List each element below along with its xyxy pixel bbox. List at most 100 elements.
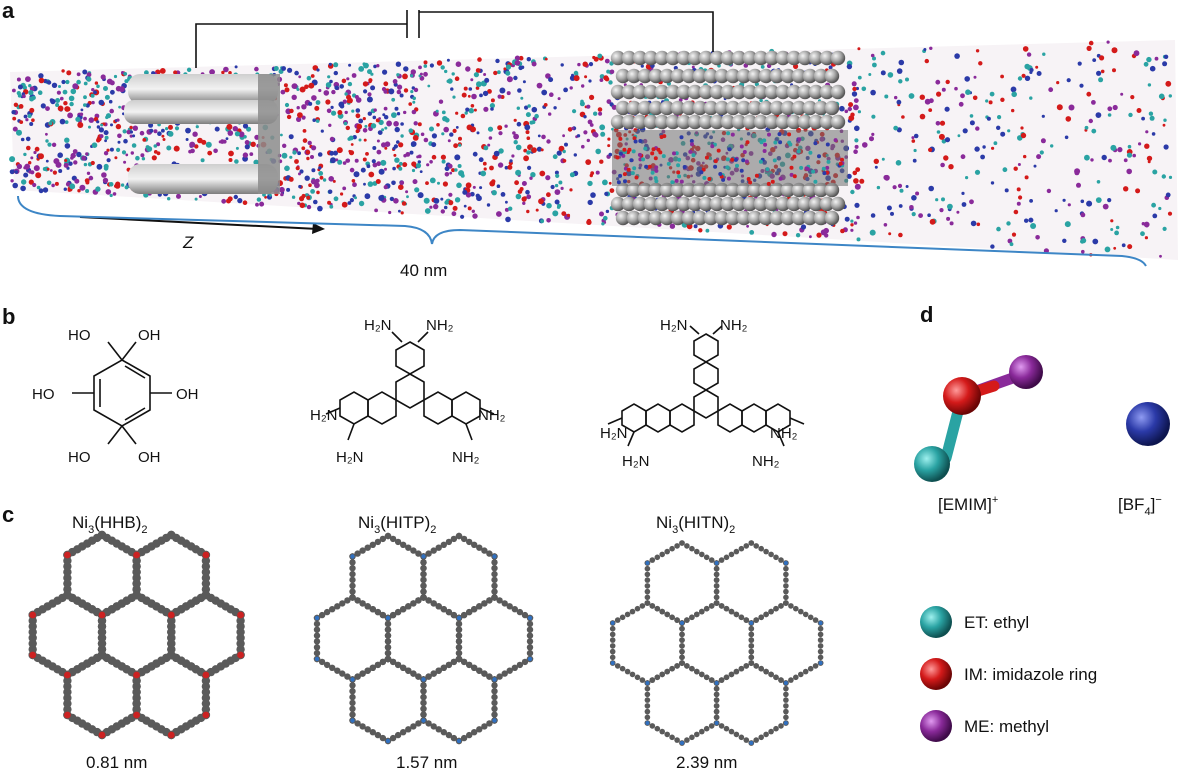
- framework-carbon: [783, 588, 789, 595]
- hhb-group-1: HO: [68, 327, 91, 344]
- ion-particle: [419, 72, 423, 76]
- ion-particle: [348, 63, 352, 67]
- ion-particle: [28, 161, 32, 165]
- ion-particle: [377, 130, 383, 136]
- ion-particle: [363, 138, 367, 142]
- ion-particle: [958, 101, 964, 107]
- confined-ion: [770, 179, 775, 184]
- ion-particle: [104, 94, 110, 100]
- confined-ion: [739, 144, 744, 149]
- ion-particle: [200, 158, 205, 163]
- framework-carbon: [349, 588, 356, 595]
- confined-ion: [763, 142, 768, 147]
- ion-particle: [599, 78, 604, 82]
- ion-particle: [399, 93, 404, 98]
- hitp-framework-title: Ni3(HITP)2: [358, 513, 436, 536]
- framework-carbon: [364, 603, 371, 610]
- ion-particle: [601, 222, 605, 226]
- ion-particle: [901, 115, 905, 119]
- ion-particle: [355, 129, 360, 134]
- ion-particle: [483, 106, 489, 112]
- ion-particle: [35, 172, 42, 179]
- ion-particle: [420, 132, 425, 137]
- framework-carbon: [466, 608, 473, 616]
- ion-particle: [527, 104, 531, 108]
- electrode-atom: [753, 50, 769, 66]
- ion-particle: [1011, 91, 1017, 98]
- framework-carbon: [654, 605, 661, 612]
- ion-particle: [48, 121, 53, 126]
- framework-carbon: [743, 543, 750, 549]
- confined-ion: [713, 164, 718, 169]
- ion-particle: [253, 159, 259, 166]
- ion-particle: [400, 134, 404, 138]
- ion-particle: [472, 213, 478, 219]
- ion-particle: [372, 115, 377, 120]
- confined-ion: [833, 138, 838, 143]
- ion-particle: [431, 133, 437, 139]
- ion-particle: [398, 161, 403, 166]
- ion-particle: [1017, 76, 1023, 81]
- confined-ion: [789, 172, 794, 177]
- ion-particle: [96, 120, 100, 124]
- framework-carbon: [773, 605, 779, 612]
- ion-particle: [135, 155, 140, 161]
- confined-ion: [659, 135, 664, 139]
- ion-particle: [599, 211, 604, 217]
- ion-particle: [25, 136, 31, 142]
- framework-carbon: [718, 557, 725, 563]
- framework-carbon: [384, 620, 392, 628]
- electrode-atom: [764, 114, 780, 130]
- framework-carbon: [420, 688, 427, 695]
- ion-particle: [782, 231, 788, 237]
- ion-particle: [505, 200, 508, 204]
- ion-particle: [205, 141, 212, 148]
- ion-particle: [1086, 200, 1093, 207]
- ion-particle: [116, 147, 121, 152]
- confined-ion: [789, 165, 794, 170]
- confined-ion: [630, 171, 635, 176]
- confined-ion: [677, 157, 682, 162]
- ion-particle: [328, 189, 333, 194]
- ion-particle: [28, 90, 34, 96]
- electrode-atom: [681, 100, 697, 116]
- ion-particle: [960, 93, 965, 99]
- confined-ion: [637, 152, 642, 157]
- ion-particle: [954, 53, 960, 59]
- ion-particle: [124, 185, 129, 190]
- ion-particle: [800, 224, 807, 230]
- framework-carbon: [491, 682, 498, 689]
- framework-carbon: [384, 649, 392, 657]
- ion-particle: [288, 176, 294, 182]
- ion-particle: [463, 86, 468, 91]
- ion-particle: [548, 112, 552, 116]
- ion-particle: [504, 207, 509, 212]
- ion-particle: [397, 84, 403, 90]
- framework-carbon: [609, 631, 616, 638]
- ion-particle: [71, 185, 75, 189]
- ion-particle: [1011, 232, 1017, 237]
- ion-particle: [101, 172, 107, 178]
- ion-particle: [452, 95, 456, 99]
- framework-carbon: [501, 670, 508, 677]
- confined-ion: [626, 150, 630, 155]
- ion-particle: [264, 195, 267, 199]
- ion-particle: [374, 208, 378, 213]
- ion-particle: [1096, 70, 1102, 76]
- ion-particle: [582, 61, 588, 67]
- ion-particle: [64, 137, 70, 143]
- framework-carbon: [415, 720, 422, 727]
- legend-imidazole-swatch: [920, 658, 952, 690]
- ion-particle: [12, 182, 18, 189]
- ion-particle: [569, 86, 573, 90]
- ion-particle: [413, 164, 417, 168]
- framework-carbon: [384, 655, 392, 663]
- confined-ion: [656, 147, 661, 152]
- ion-particle: [396, 140, 400, 144]
- framework-carbon: [511, 606, 518, 613]
- ion-particle: [242, 123, 249, 129]
- ion-particle: [1020, 126, 1024, 130]
- confined-ion: [713, 159, 718, 164]
- ion-particle: [376, 139, 380, 143]
- confined-ion: [742, 150, 747, 154]
